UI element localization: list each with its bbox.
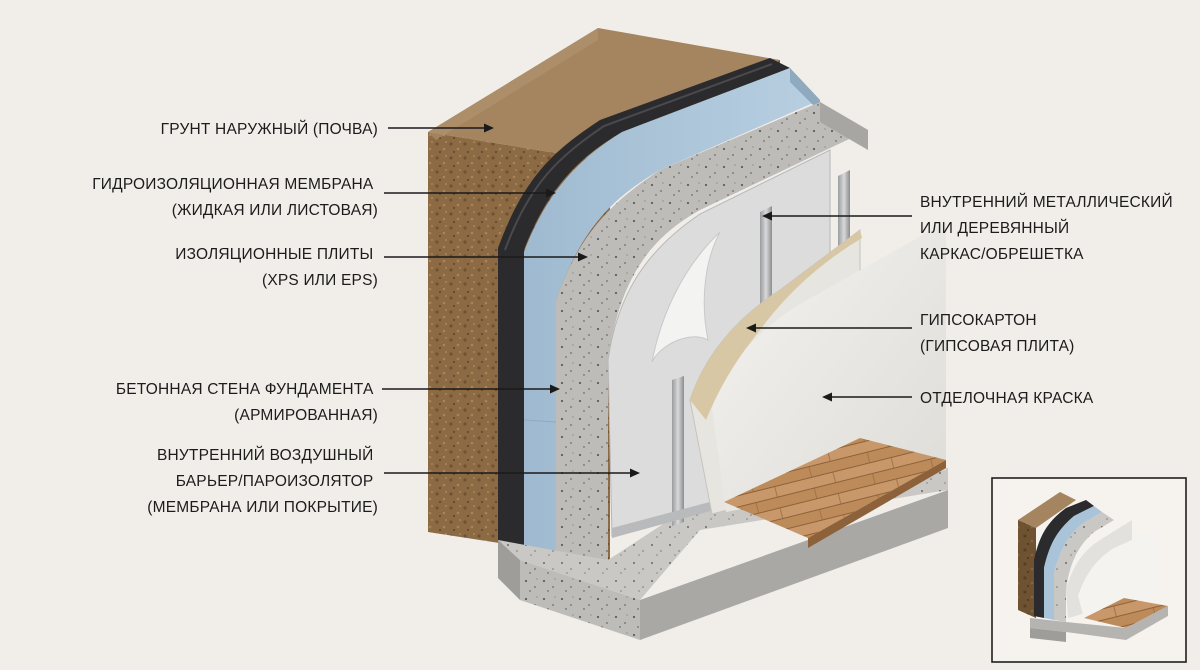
label-soil: ГРУНТ НАРУЖНЫЙ (ПОЧВА) (161, 120, 378, 138)
label-paint: ОТДЕЛОЧНАЯ КРАСКА (920, 390, 1094, 407)
concrete-wall-layer (556, 102, 868, 560)
labels-right: ВНУТРЕННИЙ МЕТАЛЛИЧЕСКИЙ ИЛИ ДЕРЕВЯННЫЙ … (920, 193, 1177, 407)
label-frame: ВНУТРЕННИЙ МЕТАЛЛИЧЕСКИЙ ИЛИ ДЕРЕВЯННЫЙ … (920, 193, 1177, 263)
label-insulation: ИЗОЛЯЦИОННЫЕ ПЛИТЫ (XPS ИЛИ EPS) (175, 246, 378, 289)
membrane-layer (498, 58, 790, 545)
inset-wall-model (1018, 492, 1168, 642)
wood-floor (724, 438, 946, 548)
leaders-left (382, 123, 640, 478)
label-drywall: ГИПСОКАРТОН (ГИПСОВАЯ ПЛИТА) (920, 312, 1075, 355)
labels-left: ГРУНТ НАРУЖНЫЙ (ПОЧВА) ГИДРОИЗОЛЯЦИОННАЯ… (92, 120, 378, 516)
label-membrane: ГИДРОИЗОЛЯЦИОННАЯ МЕМБРАНА (ЖИДКАЯ ИЛИ Л… (92, 176, 378, 219)
label-concrete: БЕТОННАЯ СТЕНА ФУНДАМЕНТА (АРМИРОВАННАЯ) (116, 381, 378, 424)
drywall-layer (689, 222, 946, 515)
leaders-right (746, 211, 912, 402)
insulation-layer (523, 68, 820, 552)
label-vapor-barrier: ВНУТРЕННИЙ ВОЗДУШНЫЙ БАРЬЕР/ПАРОИЗОЛЯТОР… (147, 446, 378, 516)
inset-preview (991, 477, 1187, 663)
